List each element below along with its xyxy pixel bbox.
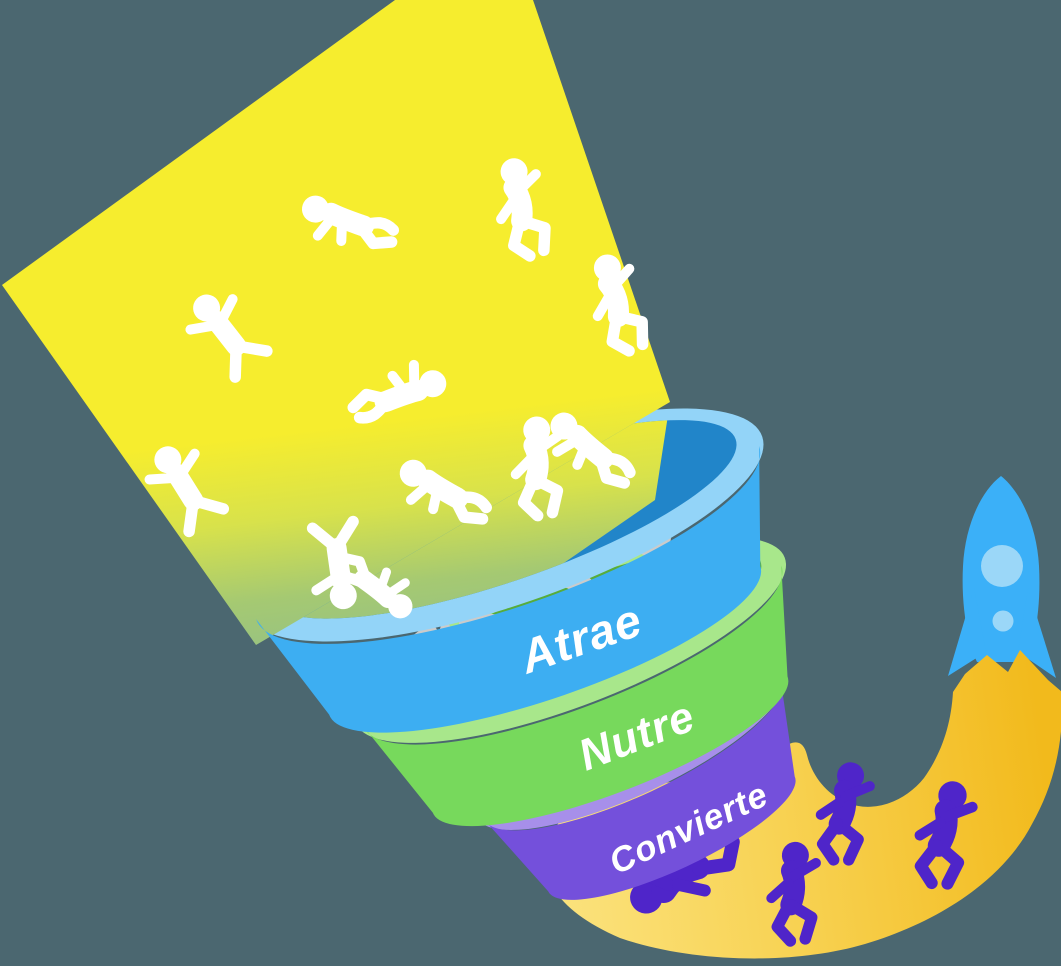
convierte-band xyxy=(483,680,796,900)
rocket-window-large xyxy=(981,545,1023,587)
rocket-window-small xyxy=(992,610,1014,632)
funnel-stage-atrae: Atrae xyxy=(256,445,762,733)
atrae-band xyxy=(256,445,762,733)
rocket-fin-left xyxy=(948,588,986,676)
rocket-fin-right xyxy=(1018,588,1056,678)
beam-light xyxy=(2,0,670,645)
rocket-icon xyxy=(948,476,1056,678)
nutre-band xyxy=(363,565,789,827)
